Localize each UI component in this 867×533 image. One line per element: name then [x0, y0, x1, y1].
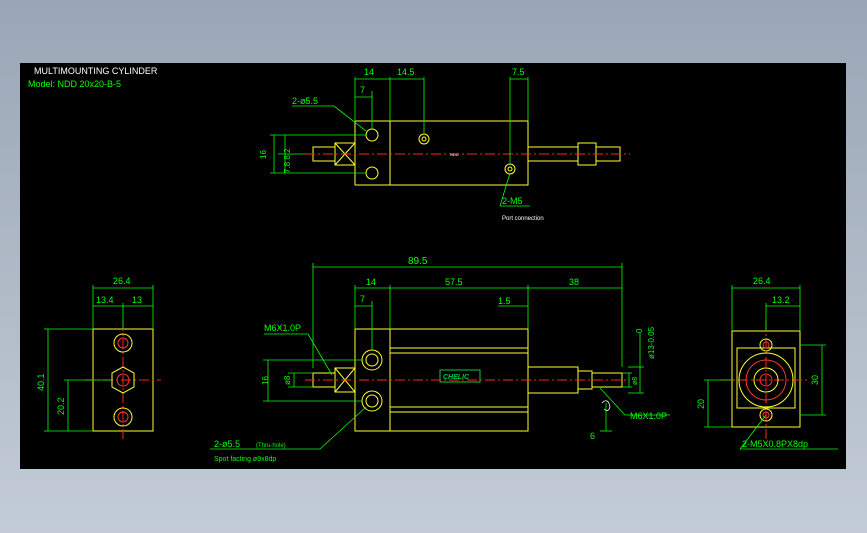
- front-view-logo-box: [439, 369, 481, 383]
- top-view-center-mark: NDD: [450, 152, 459, 157]
- left-view-hex-nut: [111, 366, 135, 394]
- right-view: 26.4 13.2 30 20 2-M5X0.8PX8dp: [696, 276, 838, 450]
- front-dim-89-5: 89.5: [408, 256, 428, 267]
- top-view-body: [354, 120, 529, 186]
- left-view: 26.4 13.4 13 40.1 20.2: [36, 276, 161, 439]
- left-dim-20-2: 20.2: [56, 397, 66, 415]
- top-note-port-sub: Port connection: [502, 216, 544, 222]
- front-dim-6: 6: [590, 431, 595, 441]
- left-view-hole-top: [113, 333, 133, 353]
- left-dim-13-4: 13.4: [96, 295, 114, 305]
- cad-drawing-canvas: MULTIMOUNTING CYLINDER Model: NDD 20x20-…: [20, 63, 846, 469]
- top-view-port-1: [418, 133, 430, 145]
- front-view-hole-upper: [361, 349, 383, 371]
- right-view-bore: [738, 352, 794, 408]
- front-dim-rod-small: ø8: [632, 377, 639, 385]
- front-note-thread-right: M6X1.0P: [630, 411, 667, 421]
- front-note-holes-thru: (Thru-hole): [256, 443, 286, 449]
- right-view-tap-bottom: [759, 408, 773, 422]
- right-dim-30: 30: [810, 375, 820, 385]
- front-note-thread-left: M6X1.0P: [264, 323, 301, 333]
- right-note-tap: 2-M5X0.8PX8dp: [742, 439, 808, 449]
- top-view: NDD 14: [259, 67, 630, 222]
- right-dim-26-4: 26.4: [753, 276, 771, 286]
- top-note-port: 2-M5: [502, 196, 523, 206]
- front-dim-tol: 0: [635, 328, 644, 333]
- front-dim-rod-dia: ø13-0.05: [647, 326, 656, 359]
- left-view-hole-bottom: [113, 407, 133, 427]
- top-dim-7-8-2: 7.8 8.2: [283, 148, 292, 173]
- drawing-title: MULTIMOUNTING CYLINDER: [34, 66, 158, 76]
- model-label: Model: NDD 20x20-B-5: [28, 79, 121, 89]
- top-dim-7: 7: [360, 85, 365, 95]
- front-dim-16: 16: [261, 376, 270, 385]
- top-dim-14-5: 14.5: [397, 67, 415, 77]
- front-note-spot: Spot facting ø9x8dp: [214, 456, 276, 463]
- top-dim-16: 16: [259, 150, 268, 159]
- top-view-hole-upper: [365, 128, 379, 142]
- right-dim-13-2: 13.2: [772, 295, 790, 305]
- front-dim-7: 7: [360, 294, 365, 304]
- front-dim-1-5: 1.5: [498, 296, 511, 306]
- cad-drawing: MULTIMOUNTING CYLINDER Model: NDD 20x20-…: [28, 66, 838, 463]
- left-dim-40-1: 40.1: [36, 373, 46, 391]
- top-note-holes: 2-ø5.5: [292, 96, 318, 106]
- right-view-tap-top: [759, 338, 773, 352]
- front-note-holes: 2-ø5.5: [214, 439, 240, 449]
- top-view-port-2: [504, 163, 516, 175]
- top-dim-14: 14: [364, 67, 374, 77]
- left-dim-13: 13: [132, 295, 142, 305]
- front-view: CHELIC: [210, 256, 670, 463]
- top-view-hole-lower: [365, 166, 379, 180]
- left-dim-26-4: 26.4: [113, 276, 131, 286]
- front-dim-38: 38: [569, 277, 579, 287]
- right-dim-20: 20: [696, 399, 706, 409]
- front-dim-57-5: 57.5: [445, 277, 463, 287]
- front-view-logo: CHELIC: [443, 374, 470, 381]
- top-dim-7-5: 7.5: [512, 67, 525, 77]
- front-dim-14: 14: [366, 277, 376, 287]
- front-dim-phi8: ø8: [283, 375, 292, 385]
